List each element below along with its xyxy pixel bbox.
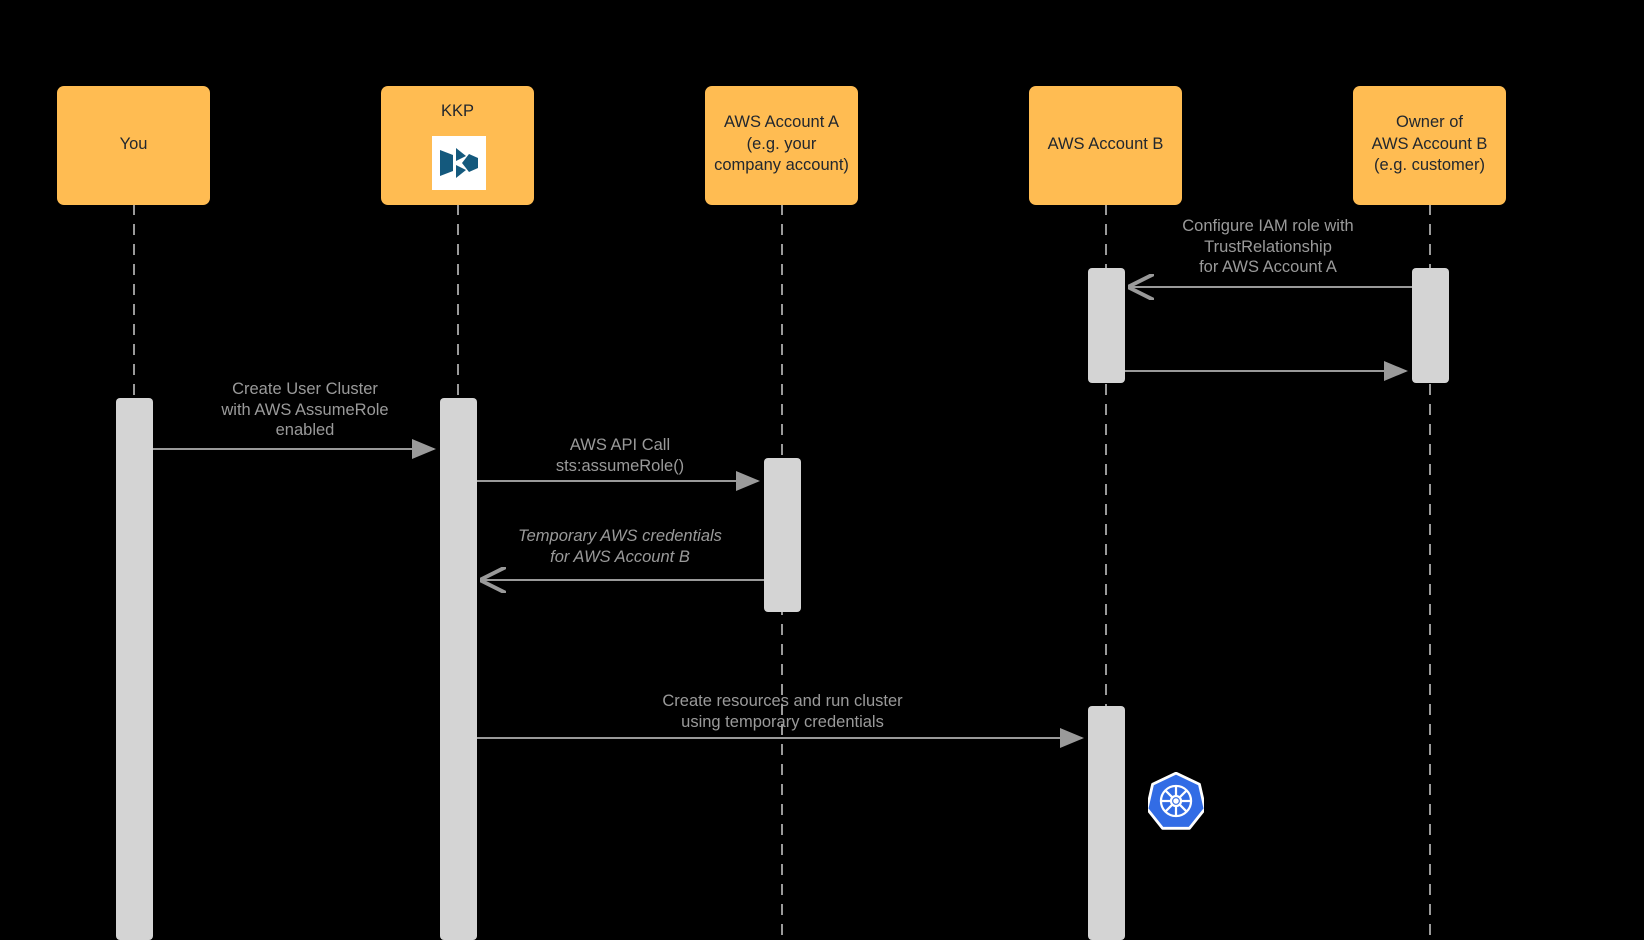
actor-box-aws-account-b[interactable]: AWS Account B bbox=[1029, 86, 1182, 205]
actor-label-kkp: KKP bbox=[440, 102, 475, 120]
actor-label-you: You bbox=[119, 135, 148, 153]
message-label-m5: Temporary AWS credentials for AWS Accoun… bbox=[518, 527, 722, 566]
actor-box-kkp[interactable]: KKP bbox=[381, 86, 534, 205]
actor-box-owner-of-aws-account-b[interactable]: Owner of AWS Account B (e.g. customer) bbox=[1353, 86, 1506, 205]
activation-bars bbox=[116, 268, 1449, 940]
actor-label-owner-of-aws-account-b: Owner of AWS Account B (e.g. customer) bbox=[1371, 113, 1488, 174]
message-label-m6: Create resources and run cluster using t… bbox=[662, 692, 903, 731]
actor-box-aws-account-a[interactable]: AWS Account A (e.g. your company account… bbox=[705, 86, 858, 205]
kubernetes-logo bbox=[1148, 772, 1204, 830]
actor-label-aws-account-a: AWS Account A (e.g. your company account… bbox=[714, 113, 849, 174]
kubernetes-logo-glyph bbox=[1148, 772, 1204, 830]
kkp-logo-glyph bbox=[440, 148, 478, 178]
actor-label-aws-account-b: AWS Account B bbox=[1047, 135, 1164, 153]
message-label-m1: Configure IAM role with TrustRelationshi… bbox=[1182, 217, 1354, 276]
message-label-m3: Create User Cluster with AWS AssumeRole … bbox=[221, 380, 389, 439]
message-arrows bbox=[153, 287, 1412, 748]
actor-box-you[interactable]: You bbox=[57, 86, 210, 205]
message-label-m4: AWS API Call sts:assumeRole() bbox=[555, 436, 685, 475]
kkp-logo bbox=[432, 136, 486, 190]
